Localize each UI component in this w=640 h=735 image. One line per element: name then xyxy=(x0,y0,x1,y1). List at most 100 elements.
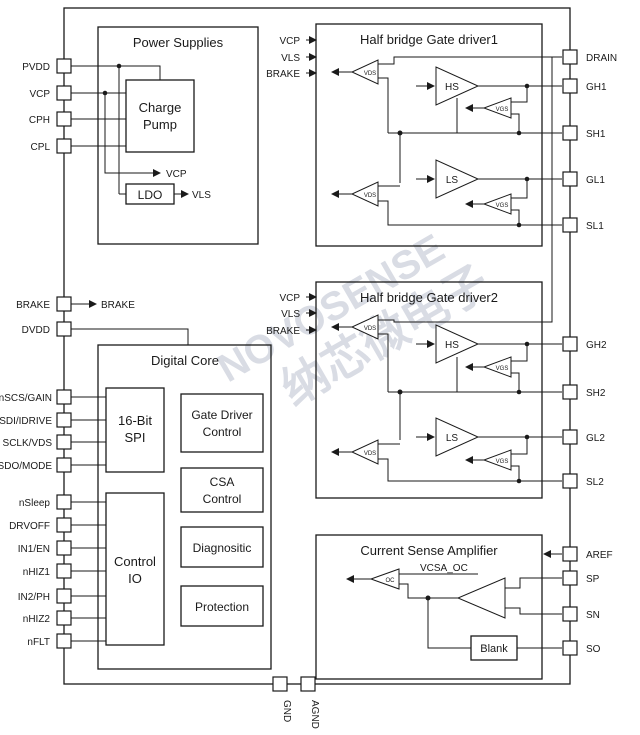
pin-sh1[interactable] xyxy=(562,125,578,141)
pin-gl2-label: GL2 xyxy=(586,433,605,444)
pin-in2-ph[interactable] xyxy=(56,588,72,604)
pin-nsleep[interactable] xyxy=(56,494,72,510)
d2-drain-wire xyxy=(378,57,553,323)
pin-cph[interactable] xyxy=(56,111,72,127)
pin-sh2[interactable] xyxy=(562,384,578,400)
pin-in1-label: IN1/EN xyxy=(18,544,50,555)
pin-cpl-label: CPL xyxy=(31,142,51,153)
d1-sh1-junction-b xyxy=(516,130,522,136)
pin-sp[interactable] xyxy=(562,570,578,586)
ps-out-vls-label: VLS xyxy=(192,190,211,201)
spi-label-1: 16-Bit xyxy=(118,413,152,428)
oc-label: OC xyxy=(386,578,396,584)
gate-driver2-block xyxy=(315,281,543,499)
d1-vds-ls-comparator xyxy=(350,181,379,207)
pin-gh1-label: GH1 xyxy=(586,82,607,93)
d1-vls-in-label: VLS xyxy=(281,53,300,64)
pin-nsleep-label: nSleep xyxy=(19,498,51,509)
pin-sh2-label: SH2 xyxy=(586,388,606,399)
pin-gnd[interactable] xyxy=(272,676,288,692)
pin-dvdd[interactable] xyxy=(56,321,72,337)
d1-hs-buffer xyxy=(435,66,480,106)
d2-sh2-junction-b xyxy=(516,389,522,395)
d2-vds-hs-label: VDS xyxy=(364,326,376,332)
pin-nscs-gain[interactable] xyxy=(56,389,72,405)
csa-amplifier xyxy=(456,577,506,619)
d2-vcp-in-label: VCP xyxy=(279,293,300,304)
d2-vgs-ls-label: VGS xyxy=(496,459,509,465)
d1-vds-ls-label: VDS xyxy=(364,193,376,199)
d1-vgs-ls-label: VGS xyxy=(496,203,509,209)
gate-driver-control-label-2: Control xyxy=(203,425,242,439)
d2-gh2-junction xyxy=(524,341,530,347)
d1-vgs-ls-comparator xyxy=(482,193,512,215)
pin-vcp-label: VCP xyxy=(29,89,50,100)
gate-driver2-title: Half bridge Gate driver2 xyxy=(360,290,498,305)
d1-vgs-ls-neg xyxy=(511,209,520,225)
pin-pvdd[interactable] xyxy=(56,58,72,74)
d1-vgs-hs-label: VGS xyxy=(496,107,509,113)
pin-cpl[interactable] xyxy=(56,138,72,154)
d1-sl1-junction xyxy=(516,222,522,228)
oc-comparator xyxy=(369,568,400,590)
pin-sclk-vds[interactable] xyxy=(56,434,72,450)
pin-nhiz2[interactable] xyxy=(56,610,72,626)
d1-gl1-junction xyxy=(524,176,530,182)
pin-drvoff[interactable] xyxy=(56,517,72,533)
pin-sl1[interactable] xyxy=(562,217,578,233)
pin-aref-label: AREF xyxy=(586,550,613,561)
pin-gh1[interactable] xyxy=(562,78,578,94)
pin-so[interactable] xyxy=(562,640,578,656)
gate-driver-control-block xyxy=(180,393,264,453)
pin-sdi-idrive[interactable] xyxy=(56,412,72,428)
pin-gl1-label: GL1 xyxy=(586,175,605,186)
pin-nflt[interactable] xyxy=(56,633,72,649)
pin-agnd[interactable] xyxy=(300,676,316,692)
gate-driver1-block xyxy=(315,23,543,247)
d2-sh2-junction-a xyxy=(397,389,403,395)
pin-nhiz2-label: nHIZ2 xyxy=(23,614,51,625)
pin-gh2[interactable] xyxy=(562,336,578,352)
pin-cph-label: CPH xyxy=(29,115,50,126)
control-io-label-1: Control xyxy=(114,554,156,569)
pin-sp-label: SP xyxy=(586,574,600,585)
d1-gh1-junction xyxy=(524,83,530,89)
pin-vcp[interactable] xyxy=(56,85,72,101)
d1-sh1-junction-a xyxy=(397,130,403,136)
d1-vds-hs-comparator xyxy=(350,59,379,85)
pin-gl2[interactable] xyxy=(562,429,578,445)
csa-title: Current Sense Amplifier xyxy=(360,543,498,558)
vcp-out-wire xyxy=(104,93,161,177)
pin-sl2[interactable] xyxy=(562,473,578,489)
ps-out-vcp-label: VCP xyxy=(166,169,187,180)
pin-brake[interactable] xyxy=(56,296,72,312)
pin-gl1[interactable] xyxy=(562,171,578,187)
d2-vgs-ls-pos xyxy=(511,437,528,455)
csa-so-wire xyxy=(427,598,471,649)
left-pin-labels: PVDD VCP CPH CPL BRAKE DVDD nSCS/GAIN SD… xyxy=(0,62,52,648)
pin-sn[interactable] xyxy=(562,606,578,622)
d2-vgs-ls-neg xyxy=(511,465,520,481)
power-supplies-block xyxy=(97,26,259,245)
charge-pump-label-1: Charge xyxy=(139,100,182,115)
pin-dvdd-label: DVDD xyxy=(22,325,50,336)
pin-drvoff-label: DRVOFF xyxy=(9,521,50,532)
pin-nhiz1[interactable] xyxy=(56,563,72,579)
d2-sl2-junction xyxy=(516,478,522,484)
d1-drain-wire xyxy=(378,56,562,65)
pin-aref[interactable] xyxy=(562,546,578,562)
d2-vds-hs-neg xyxy=(378,333,389,392)
spi-block xyxy=(105,387,165,473)
right-pin-labels: DRAIN GH1 SH1 GL1 SL1 GH2 SH2 GL2 SL2 AR… xyxy=(586,53,617,655)
pin-drain[interactable] xyxy=(562,49,578,65)
pin-sdo-mode[interactable] xyxy=(56,457,72,473)
d2-vgs-ls-comparator xyxy=(482,449,512,471)
d2-vds-ls-comparator xyxy=(350,439,379,465)
pin-in1-en[interactable] xyxy=(56,540,72,556)
pin-sclk-label: SCLK/VDS xyxy=(3,438,53,449)
protection-label: Protection xyxy=(195,600,249,614)
vcsa-oc-label: VCSA_OC xyxy=(420,563,468,574)
csa-block xyxy=(315,534,543,680)
d2-hs-label: HS xyxy=(445,340,459,351)
